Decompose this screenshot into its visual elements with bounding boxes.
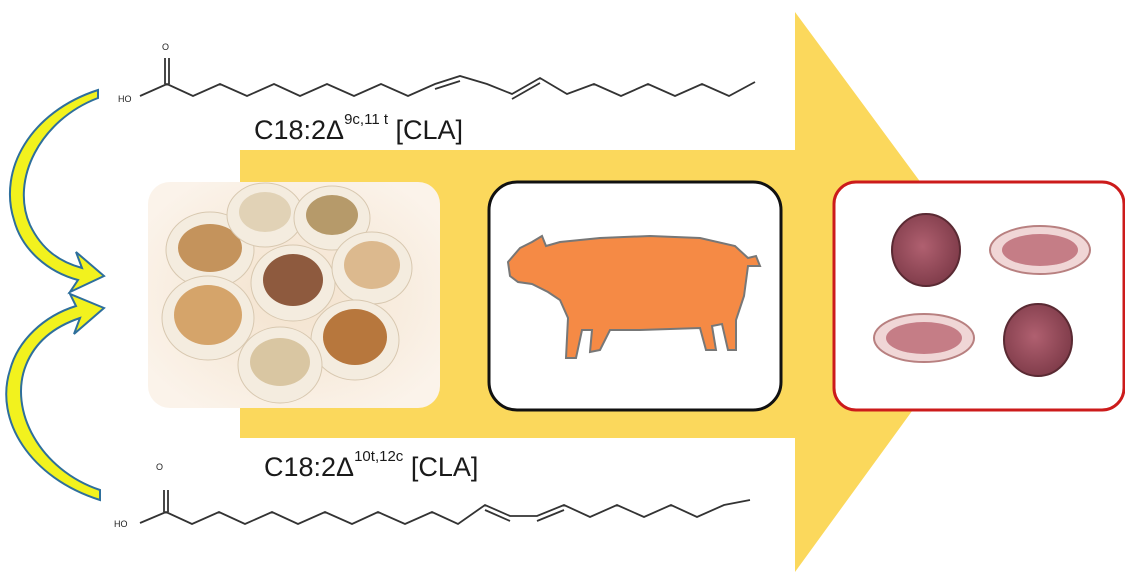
curved-arrow-bottom: [6, 294, 104, 500]
salami-panel: [834, 182, 1124, 410]
molecule-top: [140, 58, 755, 99]
molecule-bottom-o: O: [156, 462, 163, 472]
molecule-bottom-label-sup: 10t,12c: [354, 448, 403, 465]
grain-panel: [148, 182, 440, 408]
molecule-bottom-label-tail: [CLA]: [403, 452, 478, 482]
molecule-top-label-main: C18:2Δ: [254, 115, 344, 145]
molecule-top-label: C18:2Δ9c,11 t [CLA]: [254, 115, 463, 146]
molecule-top-label-sup: 9c,11 t: [344, 111, 388, 128]
curved-arrow-top: [10, 90, 104, 292]
molecule-top-label-tail: [CLA]: [388, 115, 463, 145]
molecule-bottom: [140, 490, 750, 524]
pig-panel: [489, 182, 781, 410]
molecule-top-oh: HO: [118, 94, 132, 104]
molecule-bottom-oh: HO: [114, 519, 128, 529]
molecule-bottom-label: C18:2Δ10t,12c [CLA]: [264, 452, 478, 483]
molecule-bottom-label-main: C18:2Δ: [264, 452, 354, 482]
molecule-top-o: O: [162, 42, 169, 52]
